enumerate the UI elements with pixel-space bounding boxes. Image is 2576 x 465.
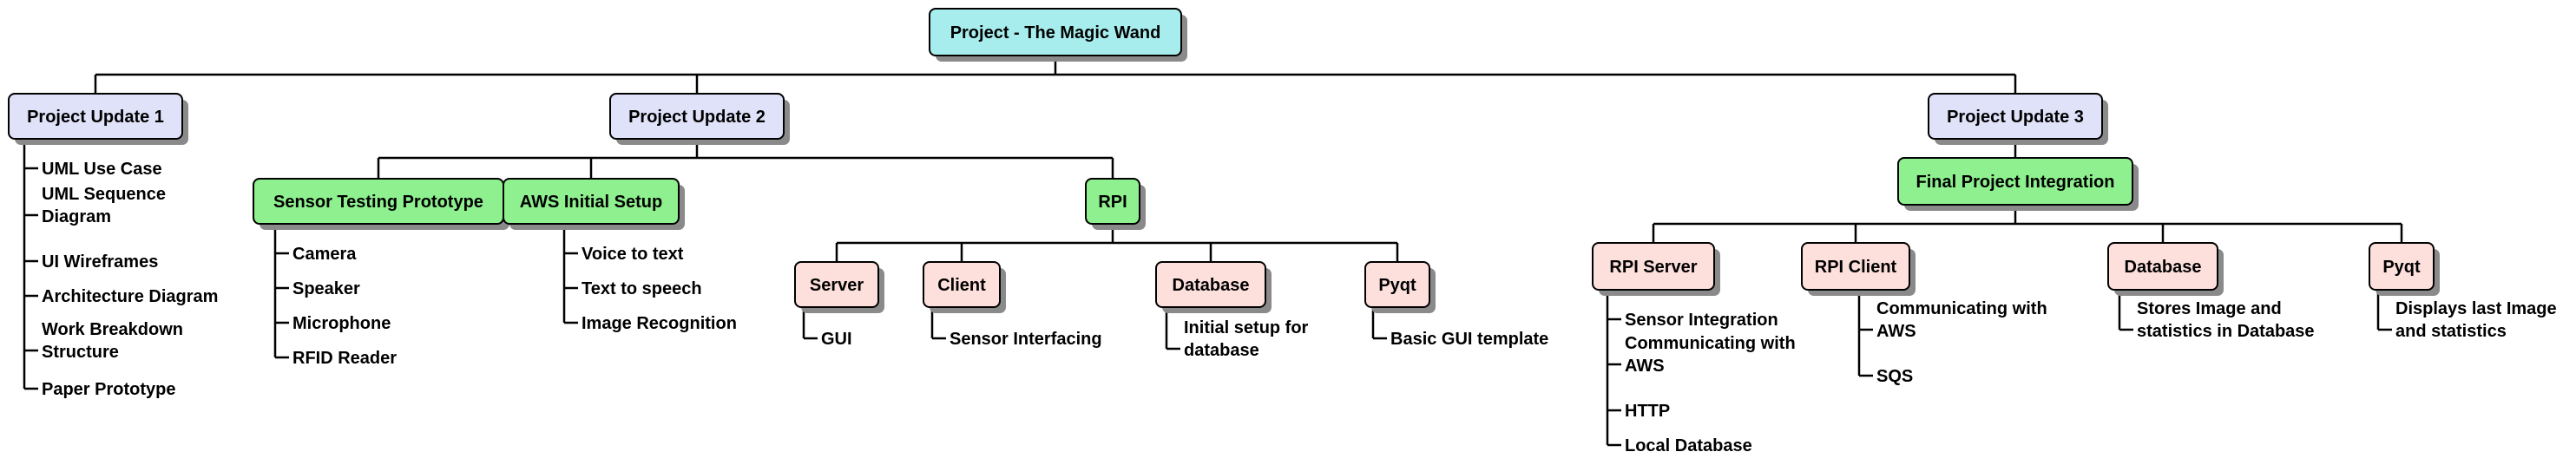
pyqt-node-body [1364,261,1430,308]
pyqt-node: Pyqt [1364,261,1436,313]
sensor-list-item: Microphone [292,314,391,333]
update-1-node-body [8,93,183,140]
root-node: Project - The Magic Wand [929,8,1187,62]
pyqt-3-node: Pyqt [2369,242,2440,296]
update-1-node-label: Project Update 1 [27,108,164,127]
pyqt-3-node-label: Pyqt [2382,258,2421,277]
aws-setup-node: AWS Initial Setup [503,178,685,230]
database-node: Database [1155,261,1272,313]
rpi-node-label: RPI [1098,193,1127,212]
aws-setup-node-label: AWS Initial Setup [520,193,662,212]
root-node-label: Project - The Magic Wand [950,23,1161,43]
update-1-list-item: Paper Prototype [42,380,175,399]
pyqt-list-item: Basic GUI template [1390,330,1548,349]
rpi-node-body [1085,178,1140,225]
rpi-server-node-label: RPI Server [1609,258,1697,277]
update-1-node: Project Update 1 [8,93,188,145]
update-2-node: Project Update 2 [609,93,790,145]
rpi-server-node: RPI Server [1592,242,1720,296]
client-node: Client [923,261,1006,313]
aws-setup-node-body [503,178,680,225]
rpi-client-node-body [1801,242,1910,291]
update-3-node-label: Project Update 3 [1947,108,2084,127]
rpi-node: RPI [1085,178,1146,230]
server-list-item: GUI [821,330,852,349]
pyqt-3-node-body [2369,242,2435,291]
root-node-body [929,8,1182,56]
rpi-server-list-item: Local Database [1625,436,1752,455]
client-node-label: Client [937,276,986,295]
database-3-node: Database [2107,242,2224,296]
update-1-list-item: UML Use Case [42,160,162,179]
sensor-testing-node-label: Sensor Testing Prototype [273,193,483,212]
aws-list-item: Image Recognition [582,314,737,333]
rpi-client-node-label: RPI Client [1815,258,1897,277]
aws-list-item: Text to speech [582,279,702,298]
sensor-list-item: Speaker [292,279,360,298]
server-node-body [794,261,879,308]
pyqt-node-label: Pyqt [1378,276,1416,295]
database-node-label: Database [1173,276,1250,295]
update-1-list-item: Architecture Diagram [42,287,218,306]
rpi-client-node: RPI Client [1801,242,1916,296]
final-integration-node-label: Final Project Integration [1916,173,2115,192]
rpi-server-list-item: HTTP [1625,402,1670,421]
server-node-label: Server [810,276,864,295]
database-node-body [1155,261,1266,308]
final-integration-node-body [1897,157,2133,206]
update-3-node-body [1928,93,2103,140]
final-integration-node: Final Project Integration [1897,157,2139,211]
sensor-testing-node: Sensor Testing Prototype [253,178,509,230]
update-1-list-item: UI Wireframes [42,252,158,272]
sensor-list-item: RFID Reader [292,349,397,368]
update-3-node: Project Update 3 [1928,93,2108,145]
update-2-node-label: Project Update 2 [628,108,766,127]
rpi-server-node-body [1592,242,1715,291]
server-node: Server [794,261,884,313]
rpi-server-list-item: Sensor Integration [1625,311,1778,330]
rpi-client-list-item: SQS [1876,367,1913,386]
database-3-node-label: Database [2125,258,2202,277]
client-list-item: Sensor Interfacing [950,330,1102,349]
connector-lines [23,56,2403,447]
aws-list-item: Voice to text [582,245,684,264]
client-node-body [923,261,1001,308]
update-2-node-body [609,93,785,140]
sensor-list-item: Camera [292,245,357,264]
database-3-node-body [2107,242,2218,291]
